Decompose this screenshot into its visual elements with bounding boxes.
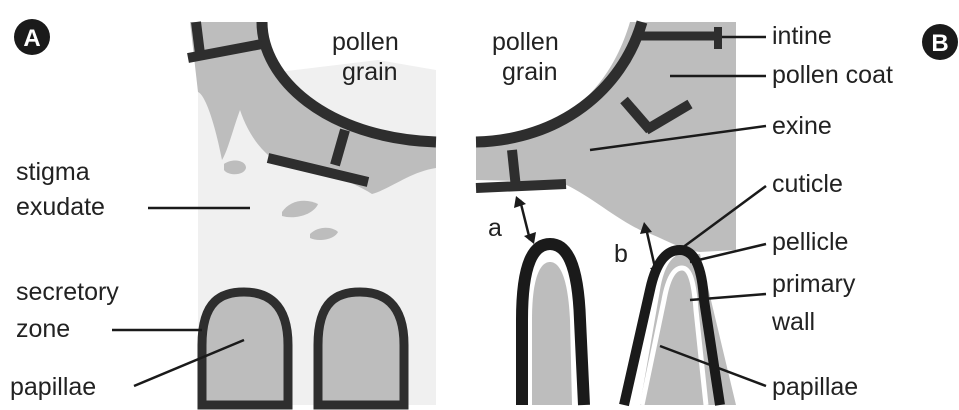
papilla-b-left-inner (532, 262, 572, 405)
label-exine: exine (772, 112, 832, 140)
panel-b-badge-text: B (931, 30, 948, 57)
exine-rib-a2 (196, 22, 200, 54)
label-pollen-grain-b-line2: grain (502, 58, 558, 86)
label-pollen-grain-a-line2: grain (342, 58, 398, 86)
label-primary-wall-line1: primary (772, 270, 856, 298)
papilla-a-right (318, 292, 404, 405)
label-primary-wall-line2: wall (771, 308, 815, 336)
exine-rib-b1 (476, 184, 566, 188)
label-papillae-a: papillae (10, 373, 96, 401)
exine-rib-b2 (512, 150, 516, 188)
label-gap-b: b (614, 240, 628, 268)
exudate-blob-1 (224, 161, 246, 175)
label-pollen-grain-a-line1: pollen (332, 28, 399, 56)
gap-a-arrow (520, 200, 530, 240)
label-pollen-coat: pollen coat (772, 61, 893, 89)
label-pollen-grain-b-line1: pollen (492, 28, 559, 56)
panel-a: pollen grain stigma exudate secretory zo… (10, 19, 436, 405)
gap-a-arrowhead-bottom (524, 232, 536, 244)
label-secretory-zone-line2: zone (16, 315, 70, 343)
label-stigma-exudate-line2: exudate (16, 193, 105, 221)
papilla-a-left (202, 292, 288, 405)
label-secretory-zone-line1: secretory (16, 278, 119, 306)
panel-b: pollen grain intine pollen coat exine cu… (476, 22, 958, 405)
panel-a-badge-text: A (23, 25, 40, 52)
label-stigma-exudate-line1: stigma (16, 158, 90, 186)
label-cuticle: cuticle (772, 170, 843, 198)
gap-a-arrowhead-top (514, 196, 526, 208)
label-papillae-b: papillae (772, 373, 858, 401)
label-intine: intine (772, 22, 832, 50)
intine-marker (714, 27, 722, 49)
label-pellicle: pellicle (772, 228, 848, 256)
label-gap-a: a (488, 214, 502, 242)
